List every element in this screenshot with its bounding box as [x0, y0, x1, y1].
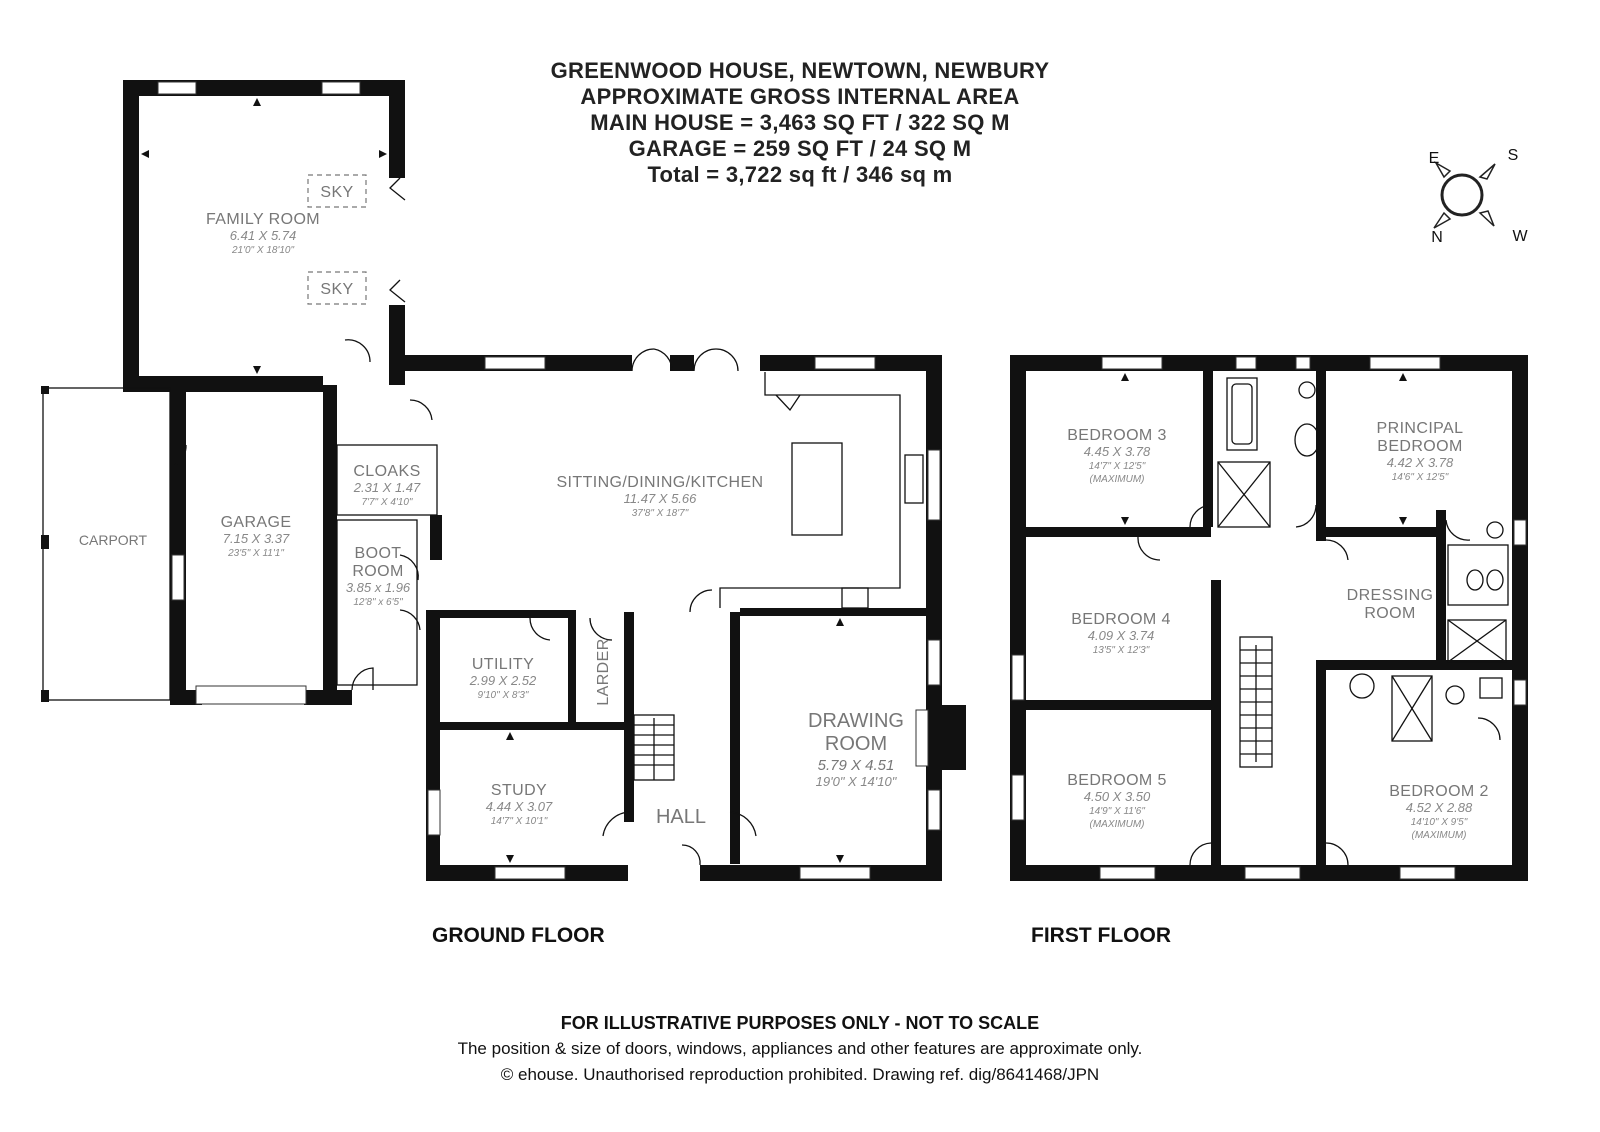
carport-name: CARPORT	[79, 532, 148, 548]
larder-name: LARDER	[595, 638, 612, 705]
title-garage-area: GARAGE = 259 SQ FT / 24 SQ M	[628, 136, 972, 161]
title-main-house-area: MAIN HOUSE = 3,463 SQ FT / 322 SQ M	[590, 110, 1010, 135]
skylight-marker	[307, 174, 367, 208]
kitchen-metric: 11.47 X 5.66	[624, 491, 698, 506]
footer-copyright: © ehouse. Unauthorised reproduction proh…	[500, 1065, 1100, 1084]
compass-west: W	[1512, 228, 1528, 245]
bedroom4-metric: 4.09 X 3.74	[1088, 628, 1155, 643]
cloaks-metric: 2.31 X 1.47	[353, 480, 421, 495]
bedroom3-name: BEDROOM 3	[1067, 427, 1167, 444]
first-floor-windows	[1011, 356, 1527, 880]
boot-room-metric: 3.85 x 1.96	[346, 580, 411, 595]
utility-name: UTILITY	[472, 656, 534, 673]
bedroom3-note: (MAXIMUM)	[1090, 474, 1145, 485]
drawing-room-name-1: DRAWING	[808, 710, 904, 732]
first-floor-fixtures	[1137, 377, 1509, 866]
garage-name: GARAGE	[221, 514, 292, 531]
title-area-heading: APPROXIMATE GROSS INTERNAL AREA	[580, 84, 1020, 109]
boot-room-imperial: 12'8" x 6'5"	[353, 597, 403, 608]
footer-disclaimer-title: FOR ILLUSTRATIVE PURPOSES ONLY - NOT TO …	[560, 1013, 1040, 1033]
drawing-room-imperial: 19'0" X 14'10"	[816, 774, 898, 789]
study-name: STUDY	[491, 782, 547, 799]
first-floor-label: FIRST FLOOR	[1031, 924, 1171, 947]
principal-bedroom-name-2: BEDROOM	[1377, 438, 1462, 455]
family-room-imperial: 21'0" X 18'10"	[231, 245, 295, 256]
compass-north: N	[1431, 229, 1443, 246]
principal-bedroom-name-1: PRINCIPAL	[1377, 420, 1464, 437]
compass-south: S	[1508, 147, 1519, 164]
bedroom5-metric: 4.50 X 3.50	[1084, 789, 1151, 804]
family-room-metric: 6.41 X 5.74	[230, 228, 297, 243]
boot-room-name-2: ROOM	[352, 563, 403, 580]
bedroom4-name: BEDROOM 4	[1071, 611, 1171, 628]
utility-metric: 2.99 X 2.52	[469, 673, 537, 688]
garage-imperial: 23'5" X 11'1"	[227, 548, 284, 559]
cloaks-name: CLOAKS	[353, 463, 420, 480]
ground-floor-label: GROUND FLOOR	[432, 924, 605, 947]
boot-room-name-1: BOOT	[355, 545, 402, 562]
footer-disclaimer-text: The position & size of doors, windows, a…	[457, 1039, 1143, 1058]
title-total-area: Total = 3,722 sq ft / 346 sq m	[647, 162, 953, 187]
bedroom2-name: BEDROOM 2	[1389, 783, 1489, 800]
ground-stairs	[633, 714, 675, 781]
kitchen-name: SITTING/DINING/KITCHEN	[556, 474, 763, 491]
hall-name: HALL	[656, 806, 706, 828]
bedroom2-note: (MAXIMUM)	[1412, 830, 1467, 841]
bedroom5-imperial: 14'9" X 11'6"	[1089, 806, 1145, 817]
principal-bedroom-metric: 4.42 X 3.78	[1387, 455, 1454, 470]
sky-label: SKY	[320, 281, 353, 298]
cloaks-imperial: 7'7" X 4'10"	[362, 497, 413, 508]
ground-floor-windows	[157, 81, 941, 880]
compass-icon: E S N W	[1429, 147, 1529, 246]
dressing-room-name-2: ROOM	[1364, 605, 1415, 622]
study-metric: 4.44 X 3.07	[486, 799, 553, 814]
drawing-room-metric: 5.79 X 4.51	[818, 757, 895, 774]
bedroom5-note: (MAXIMUM)	[1090, 819, 1145, 830]
bedroom3-imperial: 14'7" X 12'5"	[1089, 461, 1146, 472]
dimension-arrows	[141, 98, 1407, 863]
principal-bedroom-imperial: 14'6" X 12'5"	[1392, 472, 1449, 483]
bedroom2-metric: 4.52 X 2.88	[1406, 800, 1473, 815]
garage-metric: 7.15 X 3.37	[223, 531, 290, 546]
bedroom5-name: BEDROOM 5	[1067, 772, 1167, 789]
dressing-room-name-1: DRESSING	[1347, 587, 1434, 604]
ground-floor-doors	[174, 177, 801, 866]
study-imperial: 14'7" X 10'1"	[491, 816, 548, 827]
drawing-room-name-2: ROOM	[825, 733, 887, 755]
bedroom3-metric: 4.45 X 3.78	[1084, 444, 1151, 459]
kitchen-imperial: 37'8" X 18'7"	[632, 508, 689, 519]
skylight-marker	[307, 271, 367, 305]
family-room-name: FAMILY ROOM	[206, 211, 320, 228]
bedroom2-imperial: 14'10" X 9'5"	[1411, 817, 1468, 828]
bedroom4-imperial: 13'5" X 12'3"	[1093, 645, 1150, 656]
title-address: GREENWOOD HOUSE, NEWTOWN, NEWBURY	[550, 58, 1050, 83]
sky-label: SKY	[320, 184, 353, 201]
utility-imperial: 9'10" X 8'3"	[478, 690, 529, 701]
compass-east: E	[1429, 150, 1440, 167]
